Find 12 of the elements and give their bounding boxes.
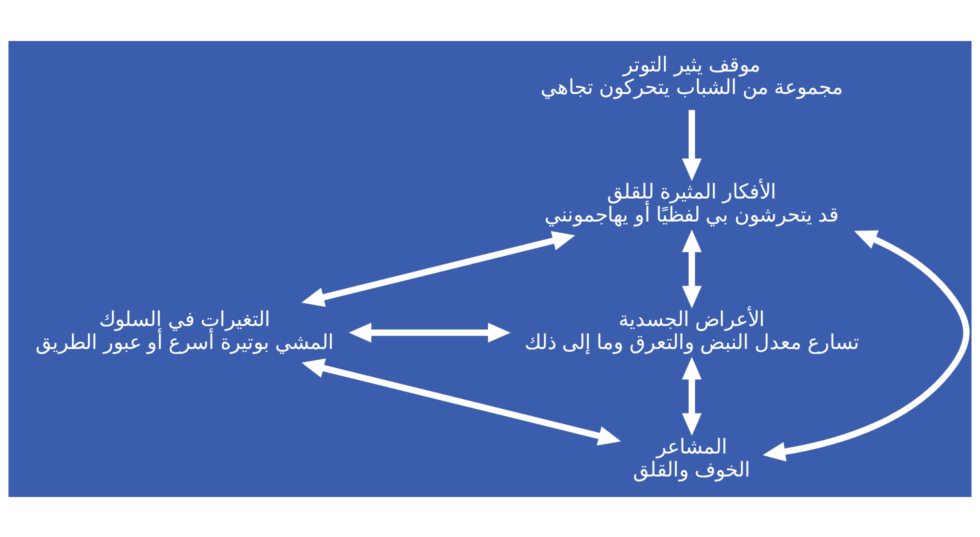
node-text: الأفكار المثيرة للقلق قد يتحرشون بي لفظيًا أو يهاجمونني [544, 181, 839, 226]
arrow [302, 230, 576, 306]
node-text: موقف يثير التوتر مجموعة من الشباب يتحركون تجاهي [540, 54, 844, 99]
arrow [302, 358, 622, 446]
node-text: المشاعر الخوف والقلق [632, 436, 751, 481]
arrow [682, 229, 702, 308]
arrow [348, 322, 511, 342]
node-text: التغيرات في السلوك المشي بوتيرة أسرع أو عبور الطريق [36, 308, 334, 354]
node-text: الأعراض الجسدية تسارع معدل النبض والتعرق وما إلى ذلك [524, 308, 860, 354]
arrow [682, 110, 702, 181]
arrow [762, 230, 970, 462]
arrow [682, 356, 702, 436]
